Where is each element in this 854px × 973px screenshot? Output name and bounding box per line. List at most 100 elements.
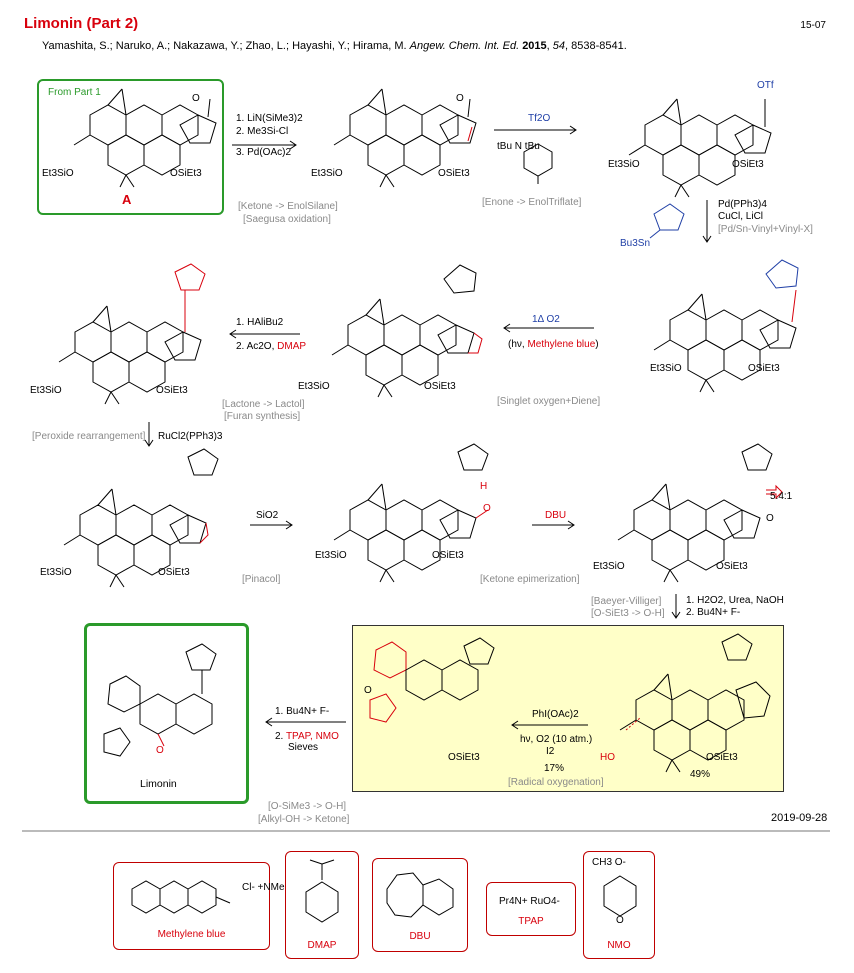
glossary-nmo: CH3 O- O NMO — [583, 851, 655, 959]
citation-journal: Angew. Chem. Int. Ed. — [409, 40, 520, 52]
citation-year: 2015 — [522, 40, 547, 52]
arrow-step10 — [511, 720, 588, 730]
step8-note: [Ketone epimerization] — [480, 574, 580, 585]
lactone-ho: HO — [600, 752, 615, 763]
structure-bisepoxide — [63, 448, 219, 588]
structure-epimer — [617, 443, 783, 583]
dbu-structure — [386, 872, 454, 918]
step3-reagent-2: CuCl, LiCl — [718, 211, 764, 222]
step3-note: [Pd/Sn-Vinyl+Vinyl-X] — [718, 224, 813, 235]
nmo-label: NMO — [607, 940, 631, 951]
nmo-structure — [603, 875, 637, 917]
step5-reagent-2-text: 2. Ac2O, — [236, 341, 278, 352]
arrow-step9 — [671, 594, 681, 619]
glossary-methylene-blue: Cl- +NMe2 Methylene blue — [113, 862, 290, 950]
stannane-structure — [649, 203, 685, 239]
dmap-label: DMAP — [307, 940, 337, 951]
radical-oxygenation-highlight — [352, 625, 784, 792]
endoperoxide-osiet3: OSiEt3 — [424, 381, 456, 392]
step1-note-2: [Saegusa oxidation] — [243, 214, 331, 225]
a-et3sio: Et3SiO — [42, 168, 74, 179]
pinacol-h: H — [480, 481, 488, 492]
page-title: Limonin (Part 2) — [24, 15, 139, 32]
thf-osiet3: OSiEt3 — [448, 752, 480, 763]
step11-reagent-1: 1. Bu4N+ F- — [275, 706, 330, 717]
step4-conditions: (hν, Methylene blue) — [508, 338, 599, 351]
structure-enone — [333, 88, 477, 188]
step11-reagent-3: Sieves — [288, 742, 319, 753]
start-box-title: From Part 1 — [48, 87, 101, 98]
triflate-osiet3: OSiEt3 — [732, 159, 764, 170]
step1-reagent-2: 2. Me3Si-Cl — [236, 126, 289, 137]
step2-reagent: Tf2O — [528, 113, 551, 124]
pinacol-o: O — [483, 503, 491, 514]
step5-reagent-1: 1. HAliBu2 — [236, 317, 284, 328]
methylene-blue-extra: Cl- +NMe2 — [242, 882, 291, 893]
step9-note-1: [Baeyer-Villiger] — [591, 596, 662, 607]
citation-volume: 54 — [552, 40, 566, 52]
step4-reagent: 1Δ O2 — [532, 314, 560, 325]
page-id: 15-07 — [800, 20, 826, 31]
methylene-blue-label: Methylene blue — [157, 929, 226, 940]
arrow-step1 — [232, 140, 297, 150]
step6-note: [Peroxide rearrangement] — [32, 431, 146, 442]
step2-base: tBu N tBu — [497, 141, 540, 152]
glossary-dmap: DMAP — [285, 851, 359, 959]
compound-a-label: A — [122, 192, 132, 207]
furan-peroxide-osiet3: OSiEt3 — [156, 385, 188, 396]
lutidine-structure — [523, 143, 553, 184]
product-box — [84, 623, 249, 804]
date: 2019-09-28 — [771, 812, 828, 824]
glossary-dbu: DBU — [372, 858, 468, 952]
step11-note-2: [Alkyl-OH -> Ketone] — [258, 814, 350, 825]
lactone-yield: 49% — [690, 769, 711, 780]
arrow-step5 — [229, 329, 300, 339]
step9-note-2: [O-SiEt3 -> O-H] — [591, 608, 665, 619]
step10-note: [Radical oxygenation] — [508, 777, 604, 788]
dbu-label: DBU — [409, 931, 431, 942]
pinacol-osiet3: OSiEt3 — [432, 550, 464, 561]
epimer-osiet3: OSiEt3 — [716, 561, 748, 572]
step10-conditions: hν, O2 (10 atm.) — [520, 734, 593, 745]
structure-pinacol-ketone — [333, 443, 489, 583]
step1-note-1: [Ketone -> EnolSilane] — [238, 201, 338, 212]
epimer-et3sio: Et3SiO — [593, 561, 625, 572]
step4-methylene-blue: Methylene blue — [527, 339, 596, 350]
structure-triflate — [628, 98, 772, 198]
diene-et3sio: Et3SiO — [650, 363, 682, 374]
pinacol-et3sio: Et3SiO — [315, 550, 347, 561]
step6-reagent: RuCl2(PPh3)3 — [158, 431, 223, 442]
structure-limonin — [103, 643, 217, 757]
a-osiet3: OSiEt3 — [170, 168, 202, 179]
endoperoxide-et3sio: Et3SiO — [298, 381, 330, 392]
enone-o: O — [456, 93, 464, 104]
step5-dmap: DMAP — [277, 341, 307, 352]
arrow-step2 — [494, 125, 577, 135]
step10-yield: 17% — [544, 763, 565, 774]
tpap-label: TPAP — [518, 916, 544, 927]
arrow-step4 — [503, 323, 594, 333]
arrow-step3 — [702, 200, 712, 243]
diene-osiet3: OSiEt3 — [748, 363, 780, 374]
product-name: Limonin — [140, 778, 177, 790]
step4-conditions-pre: (hν, — [508, 339, 528, 350]
citation: Yamashita, S.; Naruko, A.; Nakazawa, Y.;… — [42, 40, 627, 52]
step2-note: [Enone -> EnolTriflate] — [482, 197, 582, 208]
step5-note-1: [Lactone -> Lactol] — [222, 399, 305, 410]
start-box — [37, 79, 224, 215]
bisepoxide-et3sio: Et3SiO — [40, 567, 72, 578]
step4-note: [Singlet oxygen+Diene] — [497, 396, 601, 407]
arrow-step6 — [144, 422, 154, 447]
step9-reagent-1: 1. H2O2, Urea, NaOH — [686, 595, 784, 606]
furan-peroxide-et3sio: Et3SiO — [30, 385, 62, 396]
step11-reagent-2: 2. TPAP, NMO — [275, 730, 339, 743]
glossary-tpap: Pr4N+ RuO4- TPAP — [486, 882, 576, 936]
arrow-step11 — [265, 717, 346, 727]
epimer-o: O — [766, 513, 774, 524]
step11-tpap-nmo: TPAP, NMO — [285, 731, 339, 742]
tpap-formula: Pr4N+ RuO4- — [499, 896, 560, 907]
a-ketone-o: O — [192, 93, 200, 104]
structure-thf-intermediate — [369, 637, 495, 723]
limonin-ketone-o: O — [156, 745, 164, 756]
arrow-step8 — [532, 520, 575, 530]
